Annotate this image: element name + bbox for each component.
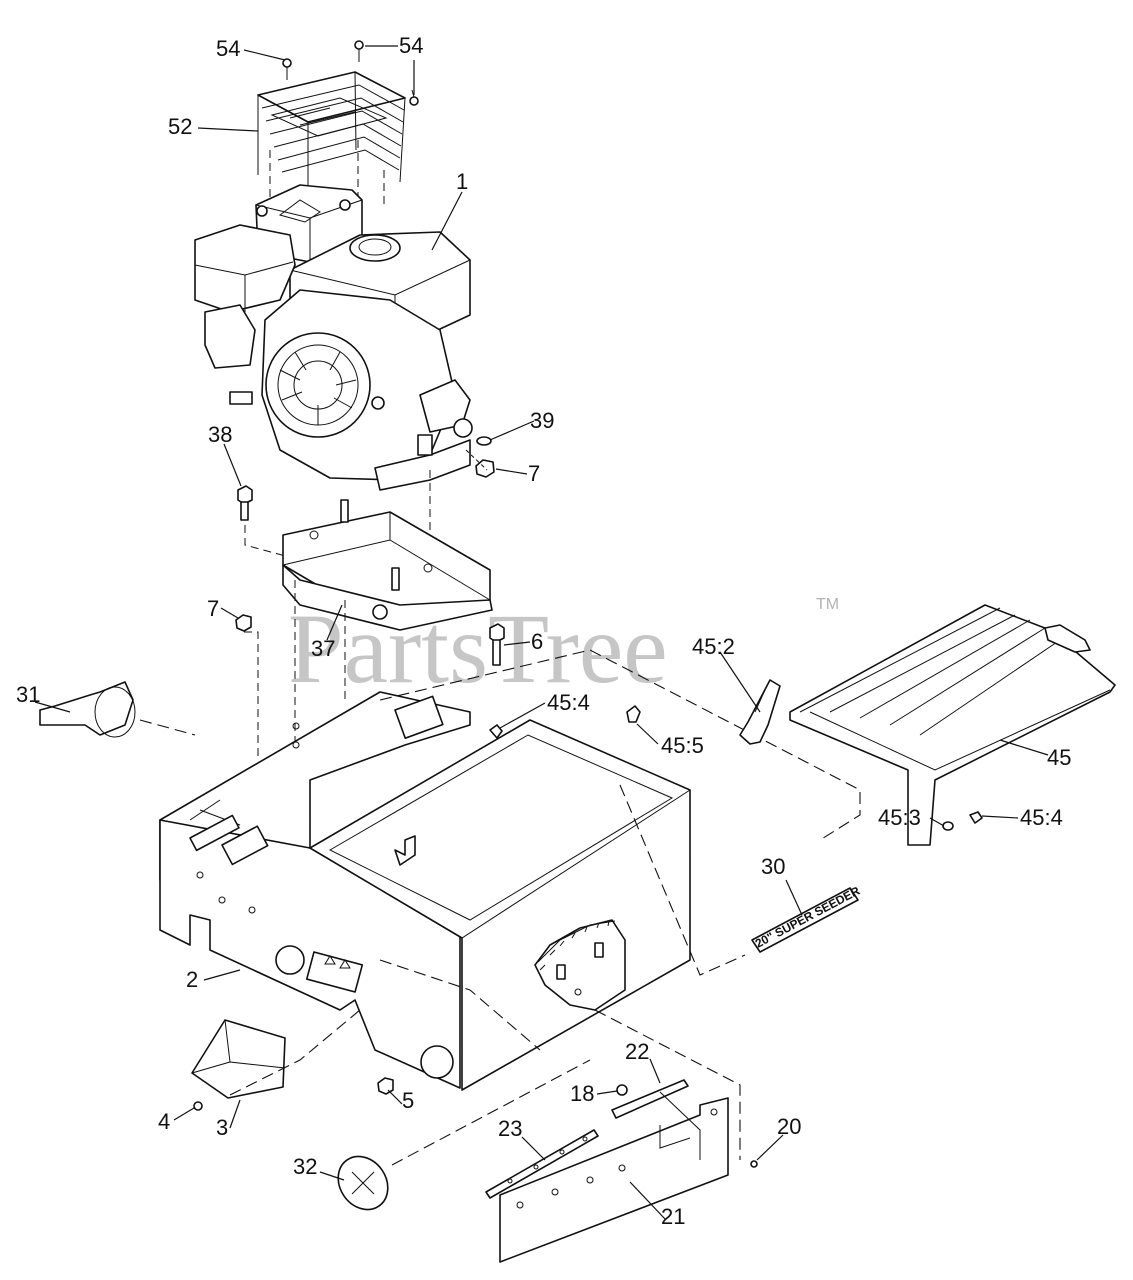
callout-label: 31 (16, 682, 40, 707)
emblem-part[interactable] (328, 1147, 398, 1219)
callout-label: 7 (528, 461, 540, 486)
watermark-trademark: TM (816, 596, 839, 613)
hopper-lid-part[interactable] (789, 604, 1116, 846)
decal-text: 20" SUPER SEEDER (753, 883, 863, 950)
side-shield-part[interactable] (39, 681, 136, 738)
callout-label: 52 (168, 114, 192, 139)
callout-label: 3 (216, 1115, 228, 1140)
callout-label: 7 (207, 596, 219, 621)
callout-label: 45:4 (547, 690, 590, 715)
nut-part[interactable] (475, 459, 495, 478)
callout-label: 2 (186, 967, 198, 992)
callout-label: 54 (216, 36, 240, 61)
callout-label: 6 (531, 629, 543, 654)
callout-label: 37 (311, 636, 335, 661)
washer-part[interactable] (476, 436, 492, 446)
engine-mount-plate-part[interactable] (282, 499, 493, 631)
callout-label: 45:5 (661, 733, 704, 758)
bolt-part[interactable] (489, 623, 505, 666)
leader-lines (34, 45, 1049, 1220)
screw-part[interactable] (750, 1160, 758, 1168)
callout-label: 45:2 (692, 634, 735, 659)
callout-label: 4 (158, 1109, 170, 1134)
callout-label: 21 (661, 1204, 685, 1229)
deflector-plate-part[interactable] (191, 1019, 286, 1099)
screw-part[interactable] (282, 40, 419, 106)
nut-part[interactable] (616, 1084, 628, 1096)
washer-part[interactable] (942, 821, 954, 831)
nut-part[interactable] (235, 614, 252, 632)
engine-part[interactable] (194, 184, 473, 491)
knob-part[interactable] (626, 705, 641, 723)
strip-part[interactable] (485, 1129, 599, 1199)
nut-part[interactable] (377, 1077, 394, 1095)
decal-part[interactable]: 20" SUPER SEEDER (751, 883, 863, 953)
callout-label: 45:3 (878, 805, 921, 830)
hopper-box-part[interactable] (309, 719, 691, 1091)
callout-label: 5 (402, 1088, 414, 1113)
callout-label: 30 (761, 854, 785, 879)
callout-label: 20 (777, 1114, 801, 1139)
strip-part[interactable] (611, 1079, 689, 1119)
callout-label: 22 (625, 1039, 649, 1064)
hinge-pin-part[interactable] (489, 724, 503, 739)
callout-label: 39 (530, 408, 554, 433)
wire-guard-part[interactable] (257, 71, 406, 200)
callout-label: 38 (208, 422, 232, 447)
screw-part[interactable] (969, 811, 983, 824)
bolt-part[interactable] (237, 485, 253, 521)
callout-label: 45:4 (1020, 805, 1063, 830)
callout-label: 54 (399, 33, 423, 58)
bottom-plate-part[interactable] (499, 1097, 729, 1263)
callout-labels: 54 54 52 1 38 39 7 7 37 6 31 45:2 45:4 4… (16, 33, 1071, 1229)
callout-label: 32 (293, 1154, 317, 1179)
screw-part[interactable] (193, 1101, 203, 1111)
callout-label: 45 (1047, 745, 1071, 770)
callout-label: 23 (498, 1116, 522, 1141)
callout-label: 1 (456, 169, 468, 194)
callout-label: 18 (570, 1081, 594, 1106)
